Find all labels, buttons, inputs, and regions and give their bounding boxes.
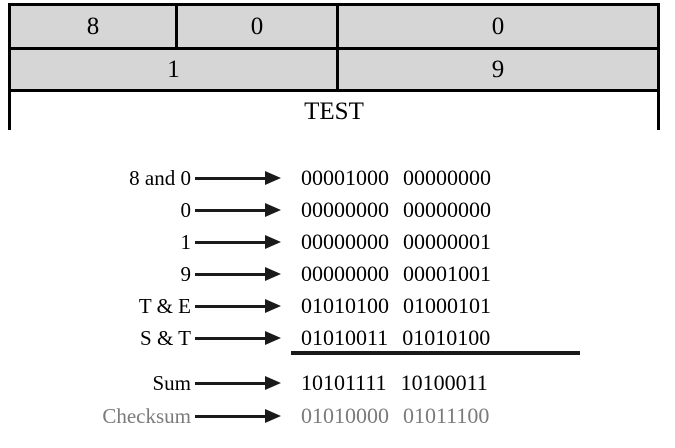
calc-row-label: T & E (138, 293, 191, 318)
bits-group-2: 10100011 (400, 370, 488, 395)
bits-group-1: 00000000 (301, 261, 389, 286)
bits-group-1: 00000000 (301, 229, 389, 254)
bits-group-1: 01010011 (301, 325, 389, 350)
calc-row-label: Sum (152, 370, 191, 395)
bits-group-1: 01010000 (301, 403, 389, 428)
calc-row-bits: 00000000 00001001 (285, 263, 491, 285)
packet-header-table: 8 0 0 1 9 TEST (8, 3, 660, 130)
bits-group-2: 00001001 (403, 261, 491, 286)
bits-group-2: 00000000 (403, 165, 491, 190)
arrow-right-icon (193, 230, 285, 254)
bits-group-1: 01010100 (301, 293, 389, 318)
calc-row-label: S & T (140, 325, 191, 350)
table-row: TEST (11, 89, 657, 130)
bits-group-2: 01011100 (403, 403, 490, 428)
calc-row: 8 and 0 00001000 00000000 (0, 162, 675, 194)
cell-acknowledgement: 9 (336, 50, 657, 89)
bits-group-2: 01010100 (402, 325, 491, 350)
cell-dest-port: 0 (175, 6, 336, 47)
calc-row-bits: 10101111 10100011 (285, 372, 488, 394)
bits-group-1: 10101111 (301, 370, 387, 395)
calc-row-bits: 00001000 00000000 (285, 167, 491, 189)
bits-group-2: 01000101 (403, 293, 491, 318)
arrow-right-icon (193, 404, 285, 428)
calc-row-bits: 01010000 01011100 (285, 405, 489, 427)
calc-row-bits: 00000000 00000000 (285, 199, 491, 221)
calc-row-checksum: Checksum 01010000 01011100 (0, 400, 675, 432)
cell-payload: TEST (11, 92, 657, 130)
calc-row: 1 00000000 00000001 (0, 226, 675, 258)
calc-row: 9 00000000 00001001 (0, 258, 675, 290)
calc-row-bits: 01010011 01010100 (285, 327, 490, 349)
calc-row: 0 00000000 00000000 (0, 194, 675, 226)
calc-row-sum: Sum 10101111 10100011 (0, 367, 675, 399)
calc-row: S & T 01010011 01010100 (0, 322, 675, 354)
calc-row-label: 8 and 0 (129, 165, 191, 190)
sum-divider (291, 351, 580, 355)
calc-row-bits: 01010100 01000101 (285, 295, 491, 317)
table-row: 1 9 (11, 47, 657, 89)
calc-row-bits: 00000000 00000001 (285, 231, 491, 253)
calc-row: T & E 01010100 01000101 (0, 290, 675, 322)
calc-row-label: 9 (180, 261, 192, 286)
calc-row-label: 1 (180, 229, 192, 254)
bits-group-1: 00000000 (301, 197, 389, 222)
cell-sequence: 1 (11, 50, 336, 89)
arrow-right-icon (193, 371, 285, 395)
arrow-right-icon (193, 198, 285, 222)
bits-group-1: 00001000 (301, 165, 389, 190)
bits-group-2: 00000001 (403, 229, 491, 254)
table-row: 8 0 0 (11, 6, 657, 47)
arrow-right-icon (193, 326, 285, 350)
cell-length: 0 (336, 6, 657, 47)
cell-source-port: 8 (11, 6, 175, 47)
arrow-right-icon (193, 294, 285, 318)
arrow-right-icon (193, 262, 285, 286)
bits-group-2: 00000000 (403, 197, 491, 222)
arrow-right-icon (193, 166, 285, 190)
calc-row-label: 0 (180, 197, 192, 222)
calc-row-label: Checksum (102, 403, 191, 428)
